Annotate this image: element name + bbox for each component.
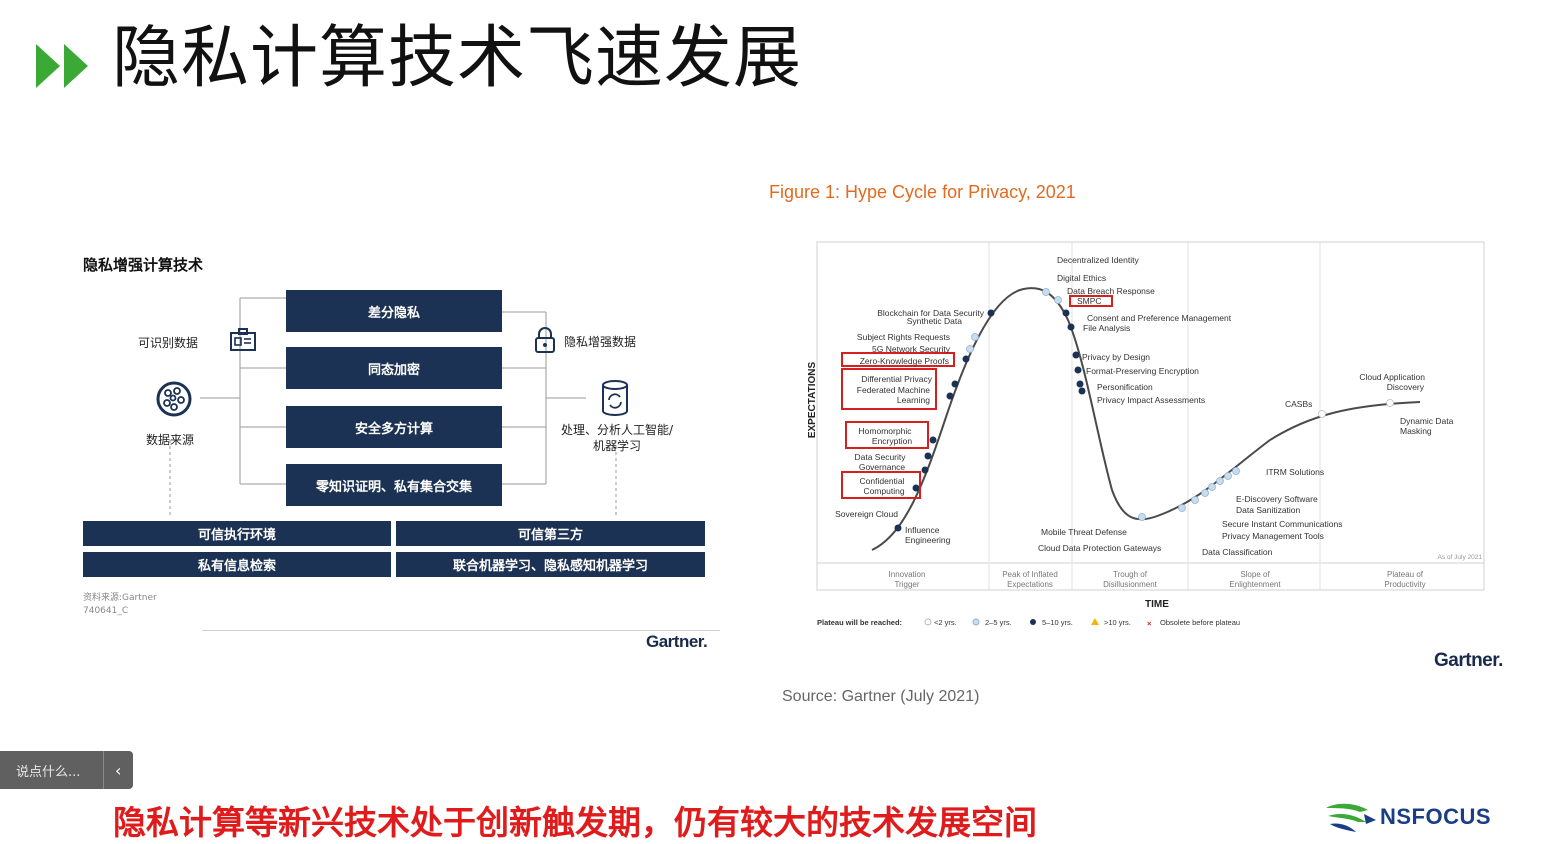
label-homomorphic-2: Encryption [872, 436, 912, 446]
database-refresh-icon [602, 380, 628, 416]
label-homomorphic-1: Homomorphic [859, 426, 913, 436]
label-federated-ml-1: Federated Machine [857, 385, 931, 395]
label-ediscovery: E-Discovery Software [1236, 494, 1318, 504]
label-subject-rights: Subject Rights Requests [857, 332, 950, 342]
label-ddm-2: Masking [1400, 426, 1432, 436]
label-file-analysis: File Analysis [1083, 323, 1130, 333]
phase-3-line2: Disillusionment [1103, 580, 1158, 589]
comment-input[interactable]: 说点什么... [16, 764, 81, 780]
label-data-sanitization: Data Sanitization [1236, 505, 1301, 515]
phase-4-line2: Enlightenment [1229, 580, 1281, 589]
label-personification: Personification [1097, 382, 1153, 392]
gartner-logo-right: Gartner. [1434, 650, 1503, 671]
label-dsg-2: Governance [859, 462, 906, 472]
bar-federated-ml: 联合机器学习、隐私感知机器学习 [396, 552, 705, 577]
double-arrow-icon [36, 44, 88, 88]
phase-2-line1: Peak of Inflated [1002, 570, 1058, 579]
left-source-note: 资料来源:Gartner [83, 593, 157, 603]
legend-lt2: <2 yrs. [934, 618, 957, 627]
lock-icon [535, 327, 555, 353]
label-ddm-1: Dynamic Data [1400, 416, 1454, 426]
tech-box-zkp-psi: 零知识证明、私有集合交集 [286, 464, 502, 506]
nsfocus-logo-icon [1326, 803, 1376, 832]
legend-obsolete-icon: × [1147, 619, 1152, 628]
label-data-classification: Data Classification [1202, 547, 1273, 557]
legend-title: Plateau will be reached: [817, 618, 902, 627]
left-code-note: 740641_C [83, 606, 129, 616]
label-secure-im: Secure Instant Communications [1222, 519, 1342, 529]
data-source-icon [156, 381, 192, 417]
chevron-left-icon[interactable]: ‹ [102, 751, 133, 789]
label-itrm: ITRM Solutions [1266, 467, 1324, 477]
label-sovereign-cloud: Sovereign Cloud [835, 509, 898, 519]
label-zkp: Zero-Knowledge Proofs [860, 356, 949, 366]
phase-5-line2: Productivity [1384, 580, 1425, 589]
gartner-logo-left: Gartner. [646, 632, 708, 651]
label-confidential-1: Confidential [860, 476, 905, 486]
label-format-preserving: Format-Preserving Encryption [1086, 366, 1199, 376]
tech-box-homomorphic-encryption: 同态加密 [286, 347, 502, 389]
label-confidential-2: Computing [863, 486, 904, 496]
phase-3-line1: Trough of [1113, 570, 1148, 579]
x-axis-label: TIME [1145, 599, 1169, 610]
label-casbs: CASBs [1285, 399, 1312, 409]
phase-1-line2: Trigger [894, 580, 919, 589]
legend-gt10: >10 yrs. [1104, 618, 1131, 627]
label-influence-1: Influence [905, 525, 940, 535]
label-digital-ethics: Digital Ethics [1057, 273, 1106, 283]
bar-trusted-third-party: 可信第三方 [396, 521, 705, 546]
label-synthetic-data: Synthetic Data [907, 316, 963, 326]
data-source-label: 数据来源 [146, 433, 195, 447]
y-axis-label: EXPECTATIONS [807, 362, 818, 439]
processing-label: 处理、分析人工智能/ 机器学习 [560, 423, 674, 453]
figure-title: Figure 1: Hype Cycle for Privacy, 2021 [769, 182, 1076, 202]
label-dsg-1: Data Security [854, 452, 906, 462]
label-cad-1: Cloud Application [1359, 372, 1425, 382]
label-cad-2: Discovery [1387, 382, 1425, 392]
bar-pir: 私有信息检索 [83, 552, 391, 577]
nsfocus-brand: NSFOCUS [1380, 804, 1492, 829]
label-blockchain: Blockchain for Data Security [877, 308, 985, 318]
tech-box-differential-privacy: 差分隐私 [286, 290, 502, 332]
label-decentralized-identity: Decentralized Identity [1057, 255, 1139, 265]
legend-2to5: 2–5 yrs. [985, 618, 1012, 627]
phase-1-line1: Innovation [889, 570, 926, 579]
label-privacy-mgmt: Privacy Management Tools [1222, 531, 1324, 541]
privacy-enhanced-data-label: 隐私增强数据 [564, 335, 637, 349]
label-consent-management: Consent and Preference Management [1087, 313, 1232, 323]
comment-box[interactable]: 说点什么... ‹ [0, 751, 133, 789]
slide-caption: 隐私计算等新兴技术处于创新触发期，仍有较大的技术发展空间 [113, 803, 1037, 842]
hype-cycle-chart: Decentralized Identity Digital Ethics Da… [807, 241, 1485, 628]
label-influence-2: Engineering [905, 535, 951, 545]
label-cloud-data-protection: Cloud Data Protection Gateways [1038, 543, 1161, 553]
diagram-heading: 隐私增强计算技术 [83, 256, 204, 274]
identifiable-data-label: 可识别数据 [138, 336, 199, 350]
divider [202, 630, 720, 631]
phase-4-line1: Slope of [1240, 570, 1270, 579]
as-of-note: As of July 2021 [1438, 554, 1483, 561]
figure-source: Source: Gartner (July 2021) [782, 688, 980, 705]
label-5g: 5G Network Security [872, 344, 951, 354]
tech-box-smpc: 安全多方计算 [286, 406, 502, 448]
label-federated-ml-2: Learning [897, 395, 930, 405]
label-data-breach-response: Data Breach Response [1067, 286, 1155, 296]
bar-tee: 可信执行环境 [83, 521, 391, 546]
label-privacy-impact: Privacy Impact Assessments [1097, 395, 1205, 405]
label-smpc: SMPC [1077, 296, 1102, 306]
label-mobile-threat: Mobile Threat Defense [1041, 527, 1127, 537]
label-differential-privacy: Differential Privacy [861, 374, 932, 384]
page-title: 隐私计算技术飞速发展 [112, 19, 803, 98]
legend-obsolete: Obsolete before plateau [1160, 618, 1240, 627]
phase-5-line1: Plateau of [1387, 570, 1424, 579]
legend-5to10: 5–10 yrs. [1042, 618, 1073, 627]
phase-2-line2: Expectations [1007, 580, 1053, 589]
label-privacy-by-design: Privacy by Design [1082, 352, 1150, 362]
id-card-icon [230, 328, 256, 351]
